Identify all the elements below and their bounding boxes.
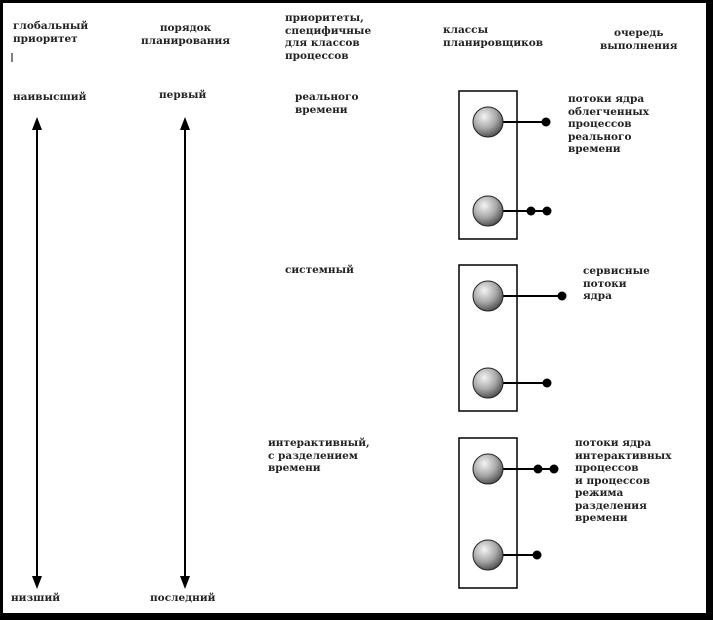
scheduler-class-box-interactive [458, 437, 559, 589]
scheduler-class-box-realtime [458, 90, 552, 240]
arrow-head-up [32, 117, 42, 130]
diagram-canvas: глобальный приоритет порядок планировани… [3, 3, 706, 613]
label-highest: наивысший [13, 91, 87, 103]
thread-dot [541, 117, 551, 127]
thread-dot [549, 464, 559, 474]
arrow-head-down [180, 576, 190, 589]
header-scheduling-order: порядок планирования [141, 22, 231, 47]
scheduler-class-box-system [458, 264, 567, 412]
thread-dot [542, 378, 552, 388]
label-first: первый [159, 89, 207, 101]
arrow-head-up [180, 117, 190, 130]
scheduler-sphere [472, 195, 504, 227]
scheduler-sphere [472, 106, 504, 138]
class-name-realtime: реального времени [295, 91, 359, 116]
class-name-interactive: интерактивный, с разделением времени [268, 437, 370, 474]
scheduler-sphere [472, 453, 504, 485]
thread-dot [557, 291, 567, 301]
label-lowest: низший [11, 592, 61, 604]
priority-arrow [32, 117, 42, 589]
queue-label-interactive: потоки ядра интерактивных процессов и пр… [575, 437, 672, 524]
header-global-priority: глобальный приоритет [13, 20, 89, 45]
scheduler-sphere [472, 367, 504, 399]
order-arrow [180, 117, 190, 589]
scheduler-sphere [472, 280, 504, 312]
thread-dot [542, 206, 552, 216]
header-class-priorities: приоритеты, специфичные для классов проц… [285, 12, 372, 62]
scheduler-sphere [472, 539, 504, 571]
header-scheduler-classes: классы планировщиков [443, 24, 544, 49]
thread-dot [533, 464, 543, 474]
label-last: последний [150, 592, 216, 604]
queue-label-system: сервисные потоки ядра [583, 265, 650, 302]
diagram-graphics [11, 53, 567, 589]
queue-label-realtime: потоки ядра облегченных процессов реальн… [568, 93, 650, 155]
thread-dot [532, 550, 542, 560]
header-run-queue: очередь выполнения [600, 27, 678, 52]
arrow-head-down [32, 576, 42, 589]
class-name-system: системный [285, 264, 354, 276]
thread-dot [526, 206, 536, 216]
